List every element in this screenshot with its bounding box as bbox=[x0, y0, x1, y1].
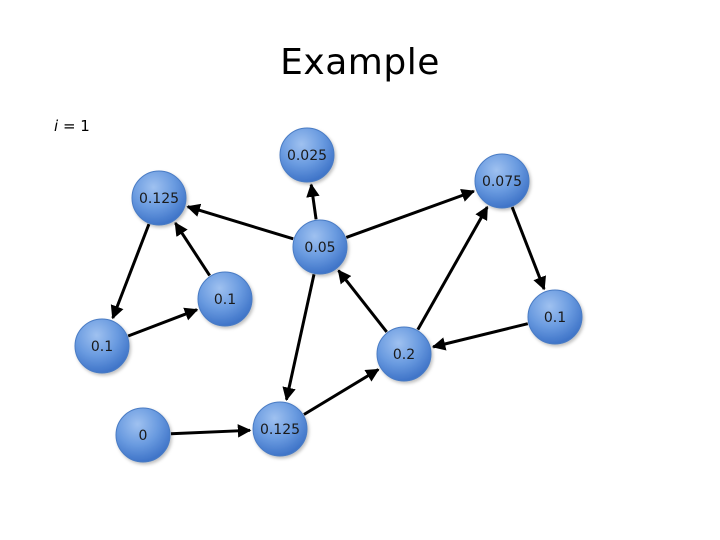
iteration-label: i = 1 bbox=[54, 117, 90, 135]
node-circle bbox=[527, 289, 583, 345]
iteration-variable: i bbox=[54, 117, 59, 135]
iteration-value: 1 bbox=[80, 117, 90, 135]
node-label: 0.075 bbox=[482, 174, 522, 190]
edge-center-to-top bbox=[306, 183, 320, 220]
node-label: 0.1 bbox=[214, 292, 236, 308]
nodes-layer: 0.025 0.075 0.125 0.05 0.1 0.1 0.1 0.2 0 0.125 bbox=[74, 127, 583, 463]
edge-lower-right-to-top-right bbox=[416, 205, 489, 331]
node-label: 0.125 bbox=[139, 191, 179, 207]
node-circle bbox=[197, 271, 253, 327]
node-label: 0.1 bbox=[91, 339, 113, 355]
edge-bottom-left-to-bottom bbox=[170, 424, 252, 438]
node-label: 0.125 bbox=[260, 422, 300, 438]
node-top-right: 0.075 bbox=[474, 153, 530, 209]
node-circle bbox=[292, 219, 348, 275]
edge-left-to-mid bbox=[127, 307, 199, 338]
node-circle bbox=[115, 407, 171, 463]
node-circle bbox=[279, 127, 335, 183]
node-label: 0.1 bbox=[544, 310, 566, 326]
node-top: 0.025 bbox=[279, 127, 335, 183]
node-label: 0.05 bbox=[304, 240, 335, 256]
slide-title: Example bbox=[280, 42, 440, 83]
node-circle bbox=[131, 170, 187, 226]
edge-lower-right-to-center bbox=[337, 269, 388, 333]
node-upper-left: 0.125 bbox=[131, 170, 187, 226]
edge-upper-left-to-left bbox=[110, 223, 151, 320]
node-circle bbox=[474, 153, 530, 209]
node-center: 0.05 bbox=[292, 219, 348, 275]
node-circle bbox=[74, 318, 130, 374]
node-circle bbox=[376, 326, 432, 382]
edge-center-to-top-right bbox=[345, 189, 476, 239]
node-label: 0 bbox=[139, 428, 148, 444]
node-right: 0.1 bbox=[527, 289, 583, 345]
iteration-equals: = bbox=[58, 117, 81, 135]
edge-center-to-bottom bbox=[282, 274, 316, 402]
edge-bottom-to-lower-right bbox=[303, 368, 380, 416]
node-label: 0.2 bbox=[393, 347, 415, 363]
edge-center-to-upper-left bbox=[186, 203, 294, 241]
node-bottom: 0.125 bbox=[252, 401, 308, 457]
edge-top-right-to-right bbox=[510, 206, 546, 291]
edges-layer bbox=[110, 183, 546, 438]
edge-mid-to-upper-left bbox=[174, 221, 211, 277]
node-bottom-left: 0 bbox=[115, 407, 171, 463]
node-circle bbox=[252, 401, 308, 457]
node-left: 0.1 bbox=[74, 318, 130, 374]
node-label: 0.025 bbox=[287, 148, 327, 164]
edge-right-to-lower-right bbox=[431, 322, 529, 351]
node-lower-right: 0.2 bbox=[376, 326, 432, 382]
node-mid: 0.1 bbox=[197, 271, 253, 327]
